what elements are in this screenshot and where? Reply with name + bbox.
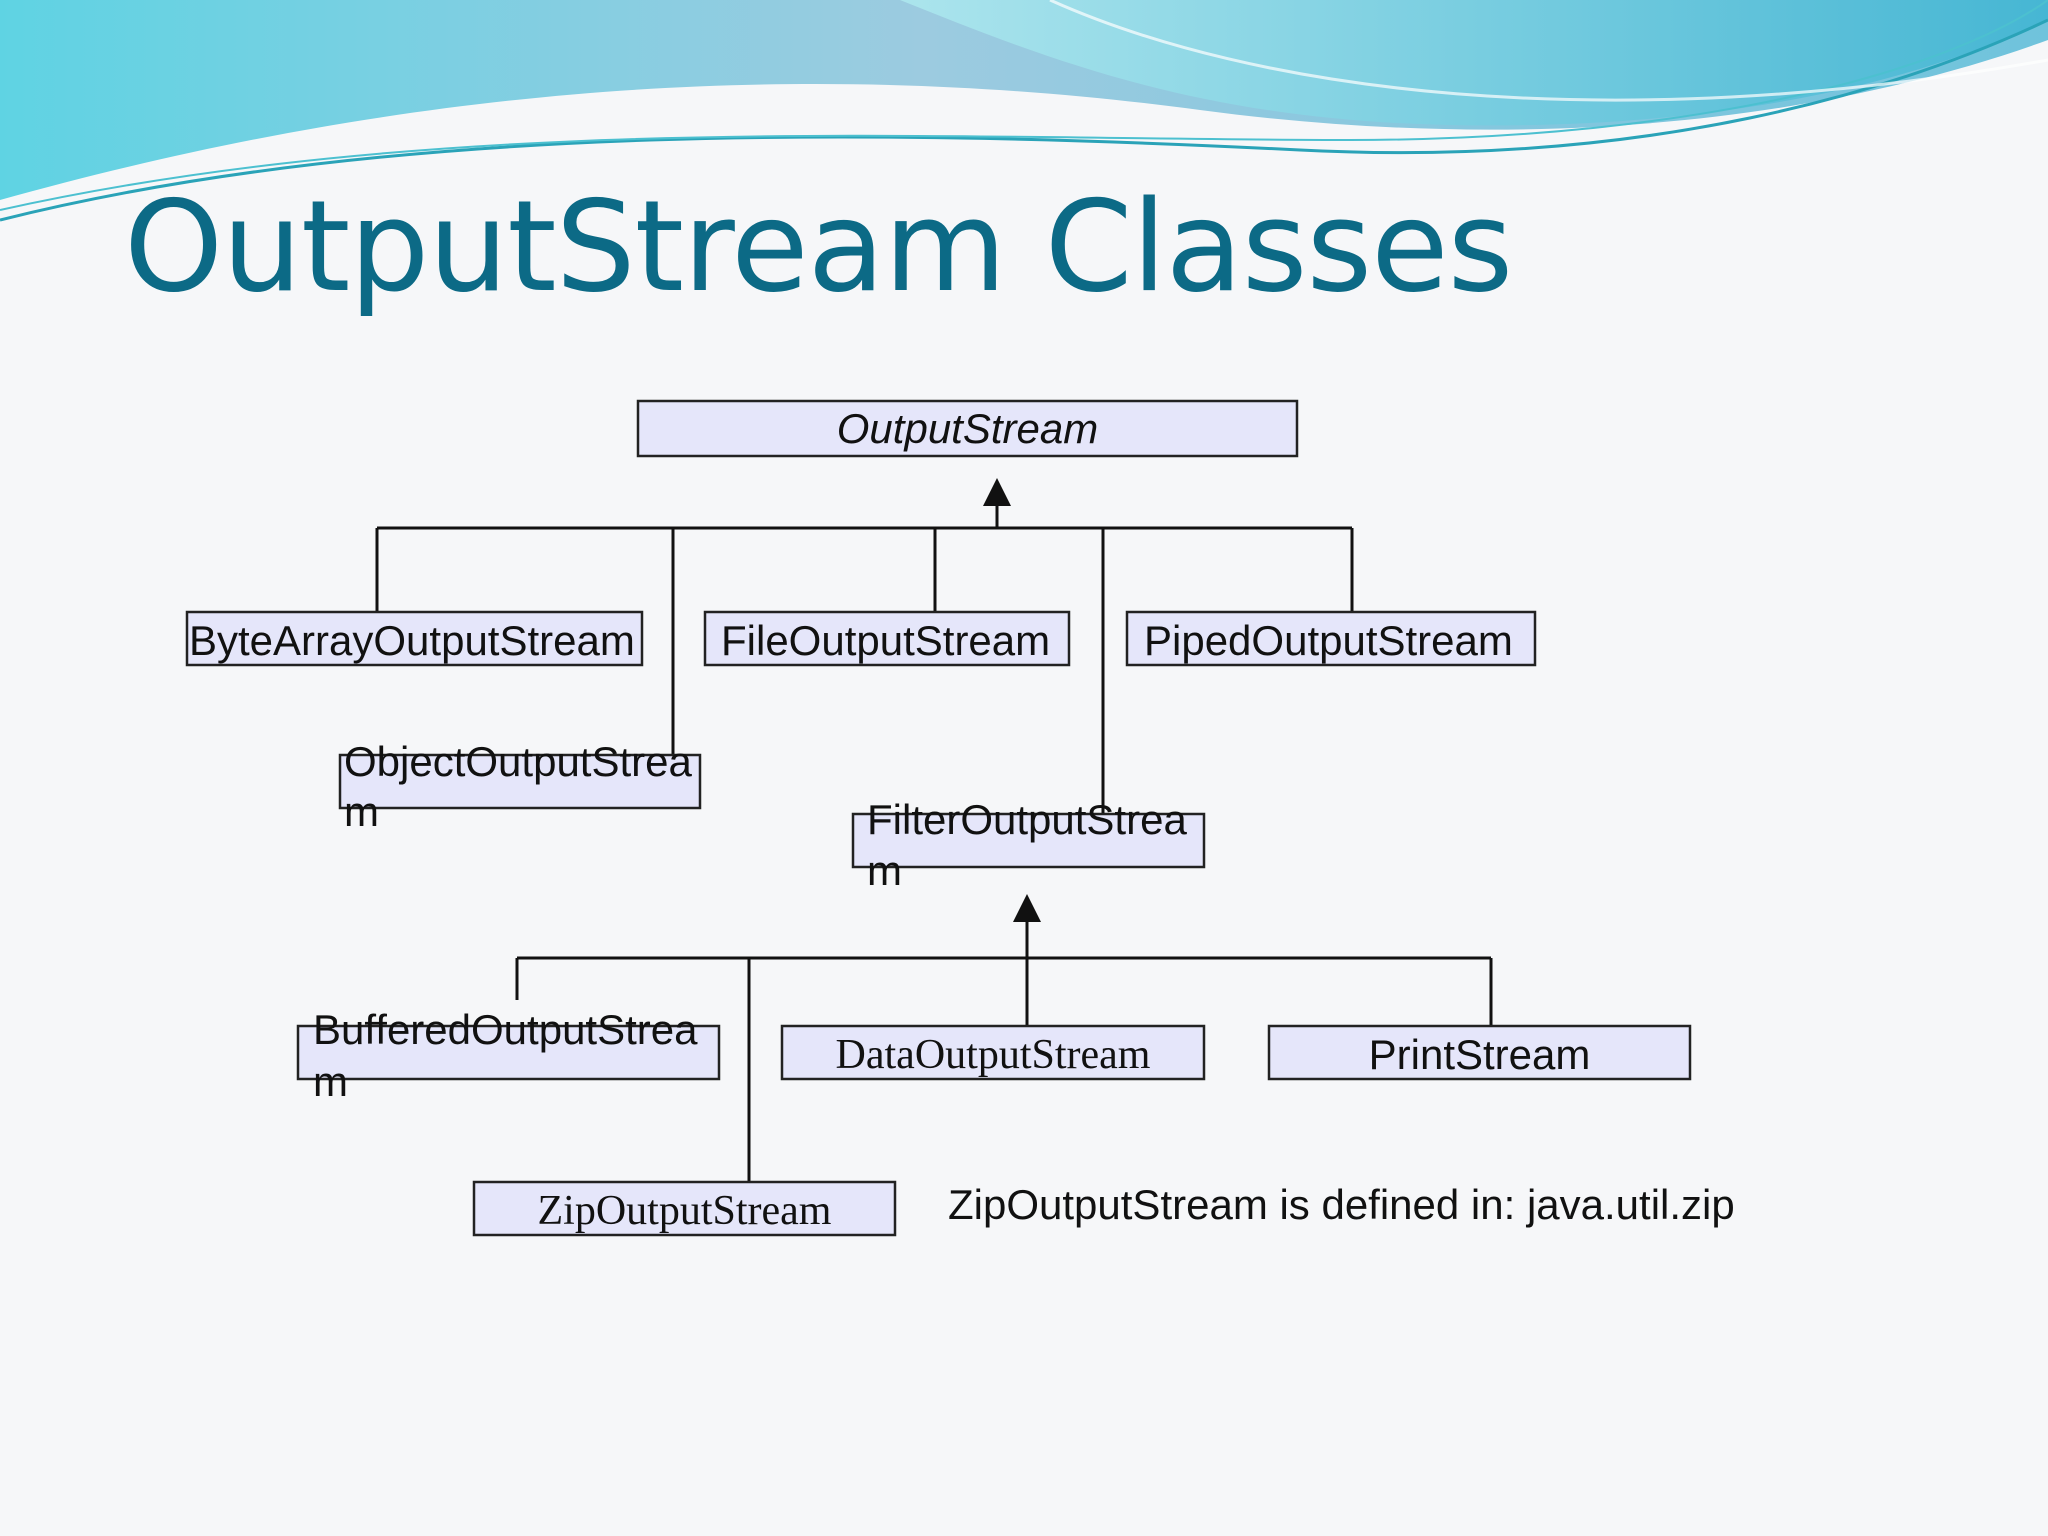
package-note: ZipOutputStream is defined in: java.util… [948, 1181, 1735, 1228]
box-bufferedoutputstream [296, 1024, 721, 1081]
box-zipoutputstream [472, 1180, 897, 1237]
class-label-outputstream: OutputStream [836, 405, 1099, 452]
class-label-dataoutputstream: DataOutputStream [835, 1032, 1151, 1078]
class-label-pipedoutputstream: PipedOutputStream [1144, 617, 1513, 664]
class-label-printstream: PrintStream [1368, 1031, 1591, 1078]
inheritance-arrowhead-icon [983, 478, 1011, 506]
class-label-bytearrayoutputstream: ByteArrayOutputStream [189, 617, 635, 664]
class-label-bufferedoutputstream-line1: BufferedOutputStrea [313, 1006, 698, 1053]
box-bytearrayoutputstream [185, 610, 644, 667]
connector-lines-bottom [515, 920, 1493, 1182]
page-title: OutputStream Classes [124, 173, 1513, 320]
box-objectoutputstream [338, 753, 702, 810]
box-pipedoutputstream [1125, 610, 1537, 667]
class-label-objectoutputstream-line2: m [344, 788, 379, 835]
inheritance-arrowhead-icon [1013, 894, 1041, 922]
header-wave-decoration [0, 0, 2048, 222]
box-outputstream [636, 399, 1299, 458]
class-label-bufferedoutputstream-line2: m [313, 1058, 348, 1105]
class-boxes [185, 399, 1692, 1237]
class-label-zipoutputstream: ZipOutputStream [537, 1188, 832, 1234]
class-label-filteroutputstream-line1: FilterOutputStrea [867, 796, 1187, 843]
box-fileoutputstream [703, 610, 1071, 667]
class-label-objectoutputstream-line1: ObjectOutputStrea [344, 738, 692, 785]
class-label-fileoutputstream: FileOutputStream [721, 617, 1051, 664]
box-filteroutputstream [851, 812, 1206, 869]
box-printstream [1267, 1024, 1692, 1081]
connector-lines-top [375, 504, 1354, 814]
class-label-filteroutputstream-line2: m [867, 847, 902, 894]
box-dataoutputstream [780, 1024, 1206, 1081]
